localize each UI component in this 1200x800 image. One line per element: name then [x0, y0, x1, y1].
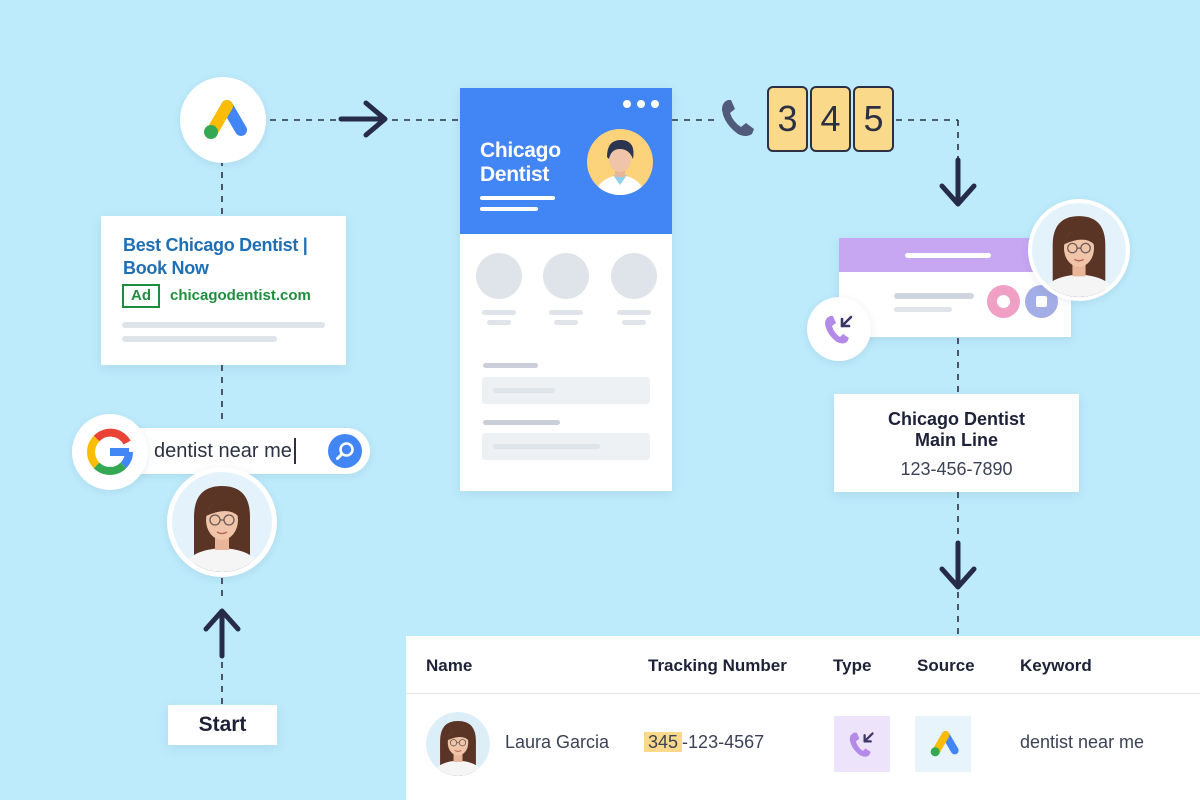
dialed-line-label: Main Line	[914, 430, 998, 450]
tracking-number-prefix: 345	[644, 732, 683, 752]
profile-title-line-1: Chicago	[480, 139, 561, 162]
incoming-call-icon	[825, 315, 853, 344]
placeholder-line	[487, 320, 511, 325]
landing-page-header: Chicago Dentist	[460, 88, 672, 234]
google-ads-icon	[930, 730, 959, 757]
arrow-right-icon	[338, 100, 388, 138]
profile-placeholder-circle	[543, 253, 589, 299]
search-button[interactable]	[328, 434, 362, 468]
column-header-tracking-number[interactable]: Tracking Number	[648, 656, 787, 675]
placeholder-line	[482, 310, 516, 315]
user-avatar	[167, 467, 277, 577]
profile-placeholder-circle	[476, 253, 522, 299]
column-header-name[interactable]: Name	[426, 656, 473, 675]
tracking-number-cell: 345-123-4567	[644, 732, 764, 753]
record-icon	[997, 295, 1010, 308]
caller-avatar	[1028, 199, 1130, 301]
header-line	[480, 196, 555, 200]
caller-name: Laura Garcia	[505, 732, 610, 752]
placeholder-line	[554, 320, 578, 325]
ad-description-line	[122, 336, 277, 342]
column-header-type[interactable]: Type	[833, 656, 872, 675]
google-logo	[72, 414, 148, 490]
keyword-cell: dentist near me	[1020, 732, 1145, 752]
table-row[interactable]: Laura Garcia 345-123-4567 dentist near m…	[406, 695, 1200, 800]
search-icon	[336, 442, 354, 460]
placeholder-line	[894, 293, 974, 299]
tracking-digit: 3	[767, 86, 808, 152]
record-button[interactable]	[987, 285, 1020, 318]
dot	[623, 100, 631, 108]
placeholder-line	[493, 444, 600, 449]
ad-description-line	[122, 322, 325, 328]
google-g-icon	[87, 428, 133, 475]
call-type-cell	[834, 716, 890, 772]
column-header-source[interactable]: Source	[917, 656, 975, 675]
dialed-number-card: Chicago Dentist Main Line 123-456-7890	[834, 394, 1079, 492]
ad-display-url[interactable]: chicagodentist.com	[170, 287, 311, 304]
tracking-digit: 5	[853, 86, 894, 152]
dentist-avatar-icon	[587, 129, 653, 195]
tracking-digits: 3 4 5	[767, 86, 894, 152]
incoming-call-icon	[849, 732, 874, 757]
search-input[interactable]: dentist near me	[154, 428, 296, 474]
placeholder-line	[483, 420, 560, 425]
dialed-phone-number: 123-456-7890	[900, 459, 1013, 479]
google-ads-logo	[180, 77, 266, 163]
profile-title-line-2: Dentist	[480, 163, 550, 186]
tracking-number-rest: -123-4567	[682, 732, 765, 752]
start-label: Start	[168, 705, 277, 745]
placeholder-line	[622, 320, 646, 325]
dot	[637, 100, 645, 108]
arrow-down-icon	[939, 540, 977, 590]
woman-avatar-icon	[1032, 203, 1126, 297]
dot	[651, 100, 659, 108]
call-log-table: Name Tracking Number Type Source Keyword	[406, 636, 1200, 800]
source-cell	[915, 716, 971, 772]
ad-badge: Ad	[122, 284, 160, 308]
search-query-text: dentist near me	[154, 439, 292, 462]
caller-avatar-small	[426, 712, 490, 776]
woman-avatar-icon	[172, 472, 272, 572]
dialed-line-name: Chicago Dentist	[887, 409, 1025, 429]
arrow-up-icon	[203, 608, 241, 659]
arrow-down-icon	[939, 157, 977, 207]
placeholder-line	[493, 388, 555, 393]
placeholder-field	[482, 433, 650, 460]
column-header-keyword[interactable]: Keyword	[1020, 656, 1092, 675]
ad-headline[interactable]: Best Chicago Dentist | Book Now	[123, 235, 308, 278]
table-header-row: Name Tracking Number Type Source Keyword	[406, 636, 1200, 694]
dentist-landing-page[interactable]: Chicago Dentist	[460, 88, 672, 491]
placeholder-line	[617, 310, 651, 315]
placeholder-field	[482, 377, 650, 404]
placeholder-line	[483, 363, 538, 368]
more-options-icon[interactable]	[623, 100, 659, 108]
phone-icon	[722, 100, 754, 136]
search-ad-card[interactable]: Best Chicago Dentist | Book Now Ad chica…	[101, 216, 346, 365]
woman-avatar-icon	[426, 712, 490, 776]
header-line	[480, 207, 538, 211]
header-line	[905, 253, 991, 258]
tracking-digit: 4	[810, 86, 851, 152]
text-cursor	[293, 438, 296, 464]
placeholder-line	[894, 307, 952, 312]
google-ads-icon	[204, 100, 247, 139]
profile-placeholder-circle	[611, 253, 657, 299]
placeholder-line	[549, 310, 583, 315]
incoming-call-badge	[807, 297, 871, 361]
stop-icon	[1036, 296, 1047, 307]
